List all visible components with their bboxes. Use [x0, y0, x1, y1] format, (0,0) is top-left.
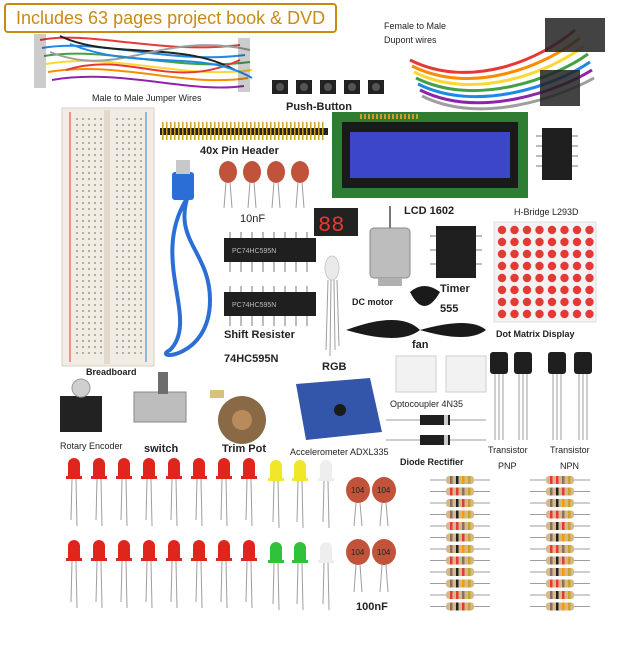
label-trim-pot: Trim Pot	[222, 443, 267, 455]
slide-switch	[133, 372, 187, 423]
label-male-male: Male to Male Jumper Wires	[92, 93, 202, 103]
usb-cable	[164, 160, 213, 357]
cap-code-3: 104	[351, 548, 365, 557]
label-transistor-pnp: Transistor	[488, 445, 528, 455]
label-hbridge: H-Bridge L293D	[514, 207, 579, 217]
lcd-module	[332, 112, 528, 198]
rgb-led	[324, 255, 340, 357]
label-push-button: Push-Button	[286, 101, 352, 113]
label-dupont: Dupont wires	[384, 35, 437, 45]
diodes	[386, 415, 486, 445]
resistor-set	[430, 476, 590, 611]
label-rgb: RGB	[322, 361, 347, 373]
label-transistor-npn: Transistor	[550, 445, 590, 455]
seven-segment-display	[314, 208, 358, 236]
shift-register-chips	[224, 232, 316, 326]
dot-matrix	[493, 221, 597, 323]
cap-code-2: 104	[377, 486, 391, 495]
dc-motor	[369, 206, 411, 286]
accelerometer-board	[296, 378, 382, 440]
optocouplers	[395, 355, 487, 393]
led-array	[66, 458, 334, 611]
label-npn: NPN	[560, 461, 580, 471]
label-female-male: Female to Male	[384, 21, 447, 31]
label-74hc595n: 74HC595N	[224, 353, 279, 365]
seg-digits: 88	[318, 213, 344, 238]
label-dot-matrix: Dot Matrix Display	[496, 329, 575, 339]
trim-pot	[210, 390, 266, 444]
label-fan: fan	[412, 339, 429, 351]
label-100nf: 100nF	[356, 601, 388, 613]
label-switch: switch	[144, 443, 179, 455]
label-breadboard: Breadboard	[86, 367, 137, 377]
jumper-wires	[34, 34, 253, 92]
hbridge-chip	[536, 128, 578, 180]
ceramic-capacitors-10nf	[219, 161, 309, 209]
label-timer-555: 555	[440, 303, 459, 315]
timer-chip	[430, 226, 482, 278]
label-timer: Timer	[440, 283, 470, 295]
label-diode: Diode Rectifier	[400, 457, 464, 467]
label-pnp: PNP	[498, 461, 517, 471]
label-dc-motor: DC motor	[352, 297, 393, 307]
chip-marking-1: PC74HC595N	[232, 248, 276, 255]
chip-marking-2: PC74HC595N	[232, 302, 276, 309]
breadboard	[61, 107, 155, 367]
label-shift-resister: Shift Resister	[224, 329, 295, 341]
dupont-ribbon	[409, 18, 605, 111]
ceramic-capacitors-100nf: 104 104 104 104	[346, 477, 396, 593]
pin-header	[160, 122, 328, 140]
cap-code-4: 104	[377, 548, 391, 557]
label-accelerometer: Accelerometer ADXL335	[290, 447, 389, 457]
label-rotary-encoder: Rotary Encoder	[60, 441, 123, 451]
banner-title: Includes 63 pages project book & DVD	[4, 3, 338, 33]
transistors	[490, 352, 592, 440]
label-pin-header: 40x Pin Header	[200, 145, 279, 157]
label-optocoupler: Optocoupler 4N35	[390, 399, 464, 409]
label-10nf: 10nF	[240, 213, 266, 225]
cap-code-1: 104	[351, 486, 365, 495]
push-buttons	[272, 80, 384, 94]
rotary-encoder	[60, 378, 102, 432]
fan-propeller	[346, 286, 486, 338]
label-lcd: LCD 1602	[404, 205, 455, 217]
